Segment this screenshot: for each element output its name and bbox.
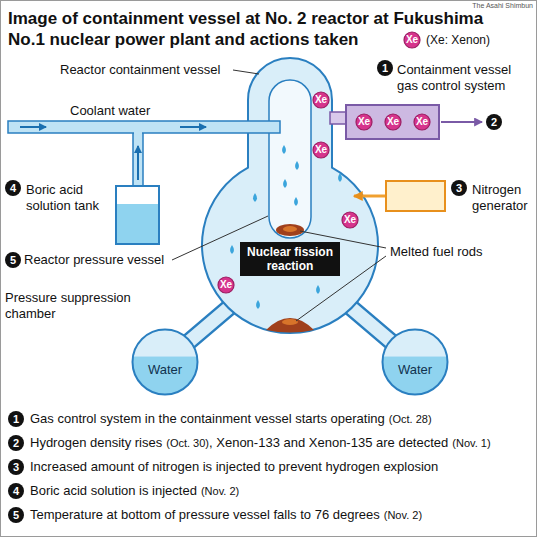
callout-number: 3 [451, 180, 467, 196]
date-text: (Nov. 2) [384, 506, 422, 524]
callout-number: 2 [8, 435, 24, 451]
chamber-label: Water [148, 362, 182, 377]
list-text: Gas control system in the containment ve… [30, 410, 385, 428]
fission-label-box: Nuclear fission reaction [240, 242, 340, 276]
date-text: (Oct. 30) [166, 434, 209, 452]
part-label: Reactor containment vessel [60, 62, 220, 78]
xenon-symbol: Xe [358, 117, 370, 127]
list-row: 3 Increased amount of nitrogen is injecte… [8, 458, 438, 476]
xenon-circle-fill [313, 92, 329, 108]
nitrogen-arrow [354, 195, 385, 198]
callout-number: 1 [8, 411, 24, 427]
boric-acid-tank: Boric acid solution tank [115, 185, 160, 245]
callout-number: 5 [8, 507, 24, 523]
part-label: Pressure suppression chamber [5, 290, 140, 322]
list-text: Increased amount of nitrogen is injected… [30, 458, 438, 476]
box-heading: Boric acid solution tank [26, 182, 110, 214]
callout-number: 1 [377, 60, 393, 76]
gas-control-box: Containment vessel gas control systemXeX… [345, 104, 440, 140]
xenon-circle: Xe [217, 276, 235, 294]
list-row: 2 Hydrogen density rises(Oct. 30), Xenon-… [8, 434, 491, 452]
xenon-symbol: Xe [406, 35, 418, 45]
xenon-symbol: Xe [315, 95, 327, 105]
xenon-symbol: Xe [344, 215, 356, 225]
water-chamber: Water [381, 328, 449, 396]
xenon-circle-fill [404, 32, 420, 48]
xenon-circle-fill [385, 114, 401, 130]
water-chamber: Water [131, 328, 199, 396]
xenon-symbol: Xe [315, 145, 327, 155]
box-heading: Containment vessel gas control system [397, 62, 534, 94]
part-label: Melted fuel rods [390, 244, 483, 260]
legend-text: (Xe: Xenon) [426, 33, 490, 48]
pipe-joint [134, 132, 142, 135]
list-row: 1 Gas control system in the containment v… [8, 410, 432, 428]
xenon-circle: Xe [384, 113, 402, 131]
callout-number: 2 [486, 114, 502, 130]
flow-arrow [180, 126, 206, 128]
chamber-outline [383, 330, 448, 395]
water-drop [338, 173, 342, 182]
xenon-symbol: Xe [416, 117, 428, 127]
containment-vessel [202, 58, 378, 333]
coolant-pipe [8, 121, 280, 133]
chamber-water [381, 357, 449, 396]
part-label: Coolant water [70, 103, 150, 119]
xenon-circle-fill [313, 142, 329, 158]
leader-line [233, 70, 259, 74]
melted-fuel-glow [282, 319, 298, 325]
list-text: Temperature at bottom of pressure vessel… [30, 506, 380, 524]
date-text: (Oct. 28) [389, 410, 432, 428]
melted-fuel [266, 318, 314, 333]
water-drop [282, 145, 286, 154]
xenon-circle: Xe [341, 211, 359, 229]
chamber-water [131, 357, 199, 396]
xenon-circle-fill [414, 114, 430, 130]
date-text: (Nov. 1) [452, 434, 490, 452]
xenon-circle-fill [218, 277, 234, 293]
branch-pipe [133, 131, 143, 187]
xenon-circle: Xe [312, 91, 330, 109]
water-drop [253, 193, 257, 202]
callout-number: 3 [8, 459, 24, 475]
chamber-outline [133, 330, 198, 395]
water-drop [295, 161, 299, 170]
callout-number: 4 [8, 483, 24, 499]
water-drop [283, 179, 287, 188]
xenon-symbol: Xe [387, 117, 399, 127]
list-text: Boric acid solution is injected [30, 482, 197, 500]
list-text: Hydrogen density rises [30, 434, 162, 452]
water-drop [316, 285, 320, 294]
flow-arrow [20, 126, 46, 128]
xenon-circle: Xe [403, 31, 421, 49]
list-row: 4 Boric acid solution is injected(Nov. 2) [8, 482, 239, 500]
gas-out-arrow [441, 121, 482, 123]
water-drop [294, 197, 298, 206]
water-drop [256, 300, 260, 309]
box-text: Nuclear fission reaction [244, 245, 336, 273]
watermark: The Asahi Shimbun [472, 1, 533, 11]
xenon-circle-fill [342, 212, 358, 228]
date-text: (Nov. 2) [201, 482, 239, 500]
nitrogen-generator-box: Nitrogen generator [385, 180, 446, 212]
xenon-symbol: Xe [220, 280, 232, 290]
box-heading: Nitrogen generator [472, 182, 536, 214]
xenon-circle: Xe [413, 113, 431, 131]
list-text: , Xenon-133 and Xenon-135 are detected [209, 434, 448, 452]
xenon-circle: Xe [355, 113, 373, 131]
melted-fuel [276, 224, 304, 236]
xenon-circle: Xe [312, 141, 330, 159]
flow-arrow [137, 146, 139, 180]
chamber-label: Water [398, 362, 432, 377]
callout-number: 5 [5, 252, 21, 268]
part-label: Reactor pressure vessel [24, 252, 164, 268]
list-row: 5 Temperature at bottom of pressure vesse… [8, 506, 422, 524]
pressure-vessel [269, 80, 311, 238]
callout-number: 4 [5, 180, 21, 196]
water-drop [230, 245, 234, 254]
melted-fuel-glow [283, 226, 297, 232]
xenon-circle-fill [356, 114, 372, 130]
